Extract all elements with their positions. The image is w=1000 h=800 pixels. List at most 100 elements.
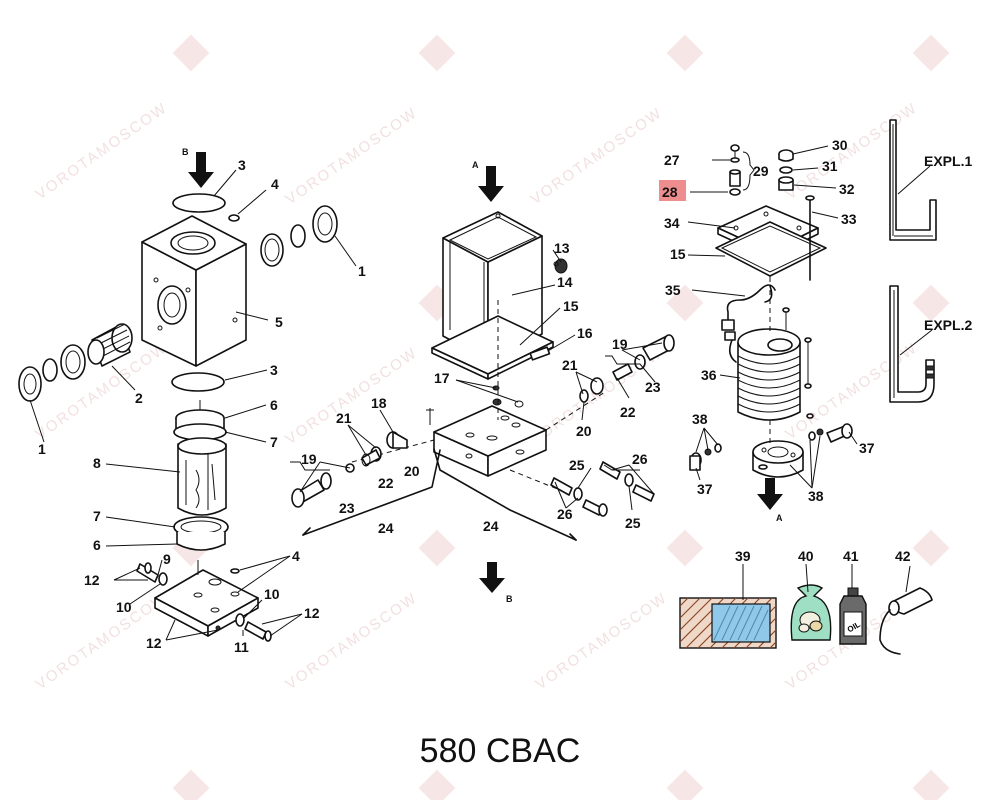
callout-17: 17 [434, 370, 450, 386]
expl-1-sketch [889, 119, 937, 241]
callout-15: 15 [563, 298, 579, 314]
callout-40: 40 [798, 548, 814, 564]
callout-37-left: 37 [697, 481, 713, 497]
oil-bottle-41: OIL [839, 587, 867, 645]
callout-4: 4 [271, 176, 279, 192]
gasket-15-right [715, 221, 827, 277]
callout-12-right: 12 [304, 605, 320, 621]
bolt-33 [805, 195, 815, 281]
watermark-logo-icon [172, 34, 950, 800]
fitting-32 [778, 176, 794, 191]
bearing-right [260, 205, 338, 267]
pin-12 [215, 625, 221, 631]
callout-25-bottom: 25 [625, 515, 641, 531]
callout-1-left: 1 [38, 441, 46, 457]
view-label-b: B [182, 147, 189, 157]
callout-9: 9 [163, 551, 171, 567]
callout-32: 32 [839, 181, 855, 197]
callout-15-right: 15 [670, 246, 686, 262]
valve-body-5 [141, 215, 247, 367]
leader-lines-kit [742, 563, 853, 600]
view-arrow-b-icon [188, 152, 214, 188]
callout-6-lower: 6 [93, 537, 101, 553]
callout-16: 16 [577, 325, 593, 341]
valve-stack-right [579, 334, 675, 403]
callout-34: 34 [664, 215, 680, 231]
callout-39: 39 [735, 548, 751, 564]
callout-37-right: 37 [859, 440, 875, 456]
expl-1-label: EXPL.1 [924, 153, 972, 169]
callout-33: 33 [841, 211, 857, 227]
sight-glass-8 [177, 437, 227, 516]
callout-20-right: 20 [576, 423, 592, 439]
callout-7-lower: 7 [93, 508, 101, 524]
callout-42: 42 [895, 548, 911, 564]
leader-lines-right [687, 145, 858, 489]
screws-17 [492, 385, 524, 408]
callout-18: 18 [371, 395, 387, 411]
callout-10-left: 10 [116, 599, 132, 615]
parts-bag-40 [790, 584, 832, 641]
callout-35: 35 [665, 282, 681, 298]
callout-7: 7 [270, 434, 278, 450]
model-title: 580 CBAC [419, 732, 581, 770]
callout-4-lower: 4 [292, 548, 300, 564]
washer-31 [779, 166, 793, 174]
bracket-29 [742, 151, 755, 191]
callout-labels: 3 4 1 5 2 1 3 6 7 8 7 6 9 12 10 12 4 10 … [38, 137, 972, 655]
washer-4-lower [230, 568, 240, 574]
leader-lines-left [29, 169, 357, 641]
callout-12-left: 12 [84, 572, 100, 588]
callout-6: 6 [270, 397, 278, 413]
watermark-text: VOROTAMOSCOW [283, 104, 421, 208]
callout-36: 36 [701, 367, 717, 383]
callout-26-top: 26 [632, 451, 648, 467]
left-assembly: B [18, 147, 338, 642]
callout-8: 8 [93, 455, 101, 471]
callout-24-right: 24 [483, 518, 499, 534]
screw-27 [730, 144, 740, 163]
watermark-text: VOROTAMOSCOW [33, 99, 171, 203]
right-assembly: A [689, 144, 853, 523]
callout-28: 28 [662, 184, 678, 200]
callout-41: 41 [843, 548, 859, 564]
callout-1: 1 [358, 263, 366, 279]
view-arrow-b-lower-icon [479, 562, 505, 593]
callout-38-left: 38 [692, 411, 708, 427]
wiring-harness-35 [721, 284, 776, 363]
callout-22-left: 22 [378, 475, 394, 491]
expl-2-sketch [889, 285, 935, 403]
splined-shaft-2 [87, 323, 133, 367]
view-label-b-lower: B [506, 594, 513, 604]
watermark-text: VOROTAMOSCOW [528, 104, 666, 208]
view-arrow-a-icon [478, 166, 504, 202]
fitting-right [235, 613, 272, 642]
callout-11: 11 [234, 639, 249, 655]
callout-12-bottom: 12 [146, 635, 162, 651]
callout-19-left: 19 [301, 451, 317, 467]
bearing-left [18, 344, 86, 402]
watermark-text: VOROTAMOSCOW [283, 344, 421, 448]
manifold-block [426, 405, 547, 477]
seal-kit-39 [679, 597, 777, 649]
callout-14: 14 [557, 274, 573, 290]
callout-29: 29 [753, 163, 769, 179]
base-plate [154, 560, 259, 637]
o-ring-3 [172, 193, 226, 213]
callout-27: 27 [664, 152, 680, 168]
callout-3-lower: 3 [270, 362, 278, 378]
callout-38-bottom: 38 [808, 488, 824, 504]
callout-2: 2 [135, 390, 143, 406]
callout-22-right: 22 [620, 404, 636, 420]
plug-13 [553, 258, 568, 274]
filter-base-38 [752, 440, 804, 478]
filter-unit-36 [737, 307, 812, 421]
callout-26-bottom: 26 [557, 506, 573, 522]
view-arrow-a-lower-icon [757, 478, 783, 510]
washer-4 [228, 214, 240, 222]
highlight-part-28 [659, 180, 686, 201]
callout-10-right: 10 [264, 586, 280, 602]
alignment-line-right [545, 391, 606, 431]
callout-21-right: 21 [562, 357, 578, 373]
cap-6 [173, 400, 227, 441]
